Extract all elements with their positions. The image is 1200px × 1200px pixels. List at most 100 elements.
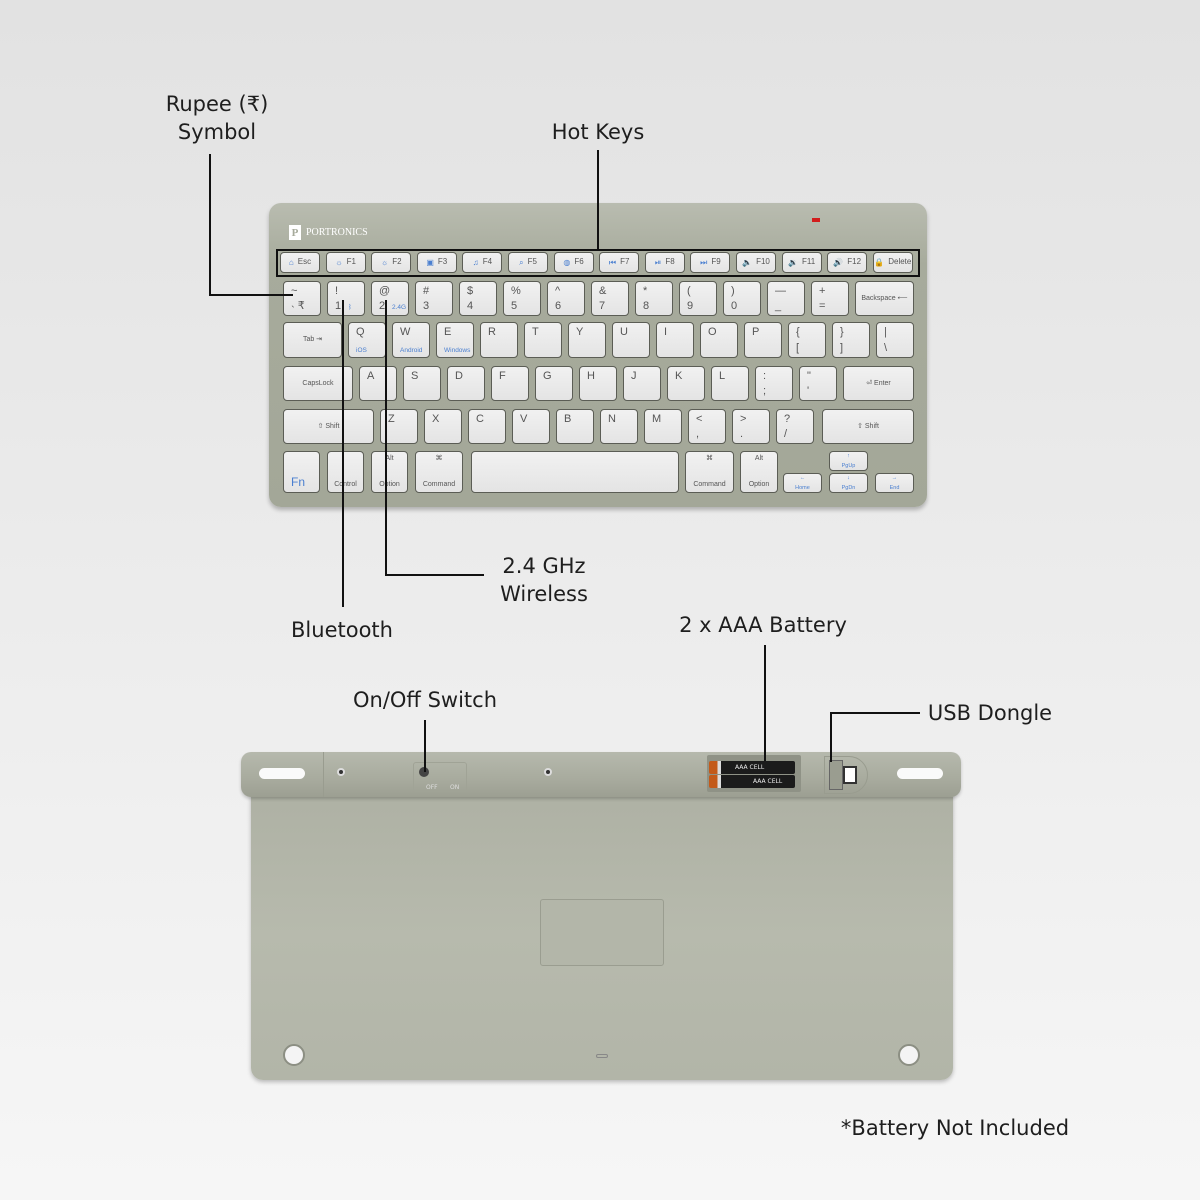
key-label: H [587, 370, 595, 382]
wireless-label: 2.4 GHz [502, 554, 586, 578]
key-row3-10[interactable]: :; [755, 366, 793, 401]
key-row5-9[interactable]: ↓PgDn [829, 473, 868, 493]
key-row2-8[interactable]: I [656, 322, 694, 358]
key-label: ☼ [335, 257, 343, 267]
key-row2-10[interactable]: P [744, 322, 782, 358]
switch-knob[interactable] [419, 767, 429, 777]
key-row2-5[interactable]: T [524, 322, 562, 358]
key-row1-0[interactable]: ~˴ ₹ [283, 281, 321, 316]
key-label: # [423, 285, 430, 297]
key-row4-7[interactable]: M [644, 409, 682, 444]
bluetooth-icon: ᛒ [348, 303, 352, 311]
key-row3-6[interactable]: H [579, 366, 617, 401]
key-label: M [652, 413, 662, 425]
key-row4-5[interactable]: B [556, 409, 594, 444]
key-row1-11[interactable]: —_ [767, 281, 805, 316]
key-row2-13[interactable]: |\ [876, 322, 914, 358]
key-row3-12[interactable]: ⏎ Enter [843, 366, 914, 401]
key-row2-4[interactable]: R [480, 322, 518, 358]
fkey-f11[interactable]: 🔉F11 [781, 252, 822, 273]
key-row3-11[interactable]: "' [799, 366, 837, 401]
key-row5-3[interactable]: ⌘Command [415, 451, 463, 493]
space-bar[interactable] [471, 451, 679, 493]
usb-dongle-slot [824, 756, 868, 794]
fkey-f1[interactable]: ☼F1 [325, 252, 366, 273]
key-row1-3[interactable]: #3 [415, 281, 453, 316]
key-row3-3[interactable]: D [447, 366, 485, 401]
rupee-label: Rupee (₹) [165, 92, 269, 116]
power-switch[interactable]: OFF ON [413, 762, 467, 792]
key-row3-9[interactable]: L [711, 366, 749, 401]
fkey-esc[interactable]: ⌂Esc [280, 252, 320, 273]
fkey-f8[interactable]: ⏯F8 [644, 252, 685, 273]
key-row4-6[interactable]: N [600, 409, 638, 444]
key-row4-3[interactable]: C [468, 409, 506, 444]
key-label: ⌂ [288, 257, 294, 267]
key-row1-12[interactable]: += [811, 281, 849, 316]
key-row4-10[interactable]: ?/ [776, 409, 814, 444]
key-row3-7[interactable]: J [623, 366, 661, 401]
key-row3-5[interactable]: G [535, 366, 573, 401]
key-row4-11[interactable]: ⇧ Shift [822, 409, 914, 444]
key-row2-6[interactable]: Y [568, 322, 606, 358]
key-row4-2[interactable]: X [424, 409, 462, 444]
key-row1-5[interactable]: %5 [503, 281, 541, 316]
key-row1-8[interactable]: *8 [635, 281, 673, 316]
key-row4-8[interactable]: <, [688, 409, 726, 444]
key-row2-9[interactable]: O [700, 322, 738, 358]
key-label: T [532, 326, 539, 338]
key-row5-1[interactable]: Control [327, 451, 364, 493]
usb-dongle[interactable] [829, 760, 843, 790]
battery-note: *Battery Not Included [840, 1116, 1070, 1140]
fkey-delete[interactable]: 🔒Delete [872, 252, 913, 273]
key-row5-10[interactable]: →End [875, 473, 914, 493]
key-label: U [620, 326, 628, 338]
key-row5-7[interactable]: ←Home [783, 473, 822, 493]
key-row3-2[interactable]: S [403, 366, 441, 401]
key-row2-7[interactable]: U [612, 322, 650, 358]
key-row3-1[interactable]: A [359, 366, 397, 401]
key-row5-5[interactable]: ⌘Command [685, 451, 734, 493]
key-label: PgUp [841, 463, 856, 469]
key-row4-4[interactable]: V [512, 409, 550, 444]
fkey-f3[interactable]: ▣F3 [416, 252, 457, 273]
key-label: ← [799, 475, 806, 481]
fkey-f4[interactable]: ♫F4 [462, 252, 503, 273]
key-row1-6[interactable]: ^6 [547, 281, 585, 316]
key-row5-8[interactable]: ↑PgUp [829, 451, 868, 471]
key-row1-10[interactable]: )0 [723, 281, 761, 316]
fkey-f9[interactable]: ⏭F9 [690, 252, 731, 273]
key-row2-0[interactable]: Tab ⇥ [283, 322, 342, 358]
key-row2-12[interactable]: }] [832, 322, 870, 358]
key-label: Control [334, 481, 357, 489]
key-row1-7[interactable]: &7 [591, 281, 629, 316]
key-label: Z [388, 413, 395, 425]
key-row1-9[interactable]: (9 [679, 281, 717, 316]
key-row5-0[interactable]: Fn [283, 451, 320, 493]
fkey-f2[interactable]: ☼F2 [371, 252, 412, 273]
fkey-f10[interactable]: 🔈F10 [736, 252, 776, 273]
key-row3-4[interactable]: F [491, 366, 529, 401]
key-label: / [784, 427, 788, 440]
key-row2-11[interactable]: {[ [788, 322, 826, 358]
dongle-leader-line [830, 712, 832, 762]
fkey-f12[interactable]: 🔊F12 [827, 252, 868, 273]
key-row3-8[interactable]: K [667, 366, 705, 401]
key-row1-4[interactable]: $4 [459, 281, 497, 316]
fkey-f7[interactable]: ⏮F7 [599, 252, 640, 273]
battery-label: 2 x AAA Battery [679, 613, 847, 637]
key-row1-13[interactable]: Backspace ⟵ [855, 281, 914, 316]
fkey-f5[interactable]: ⌕F5 [508, 252, 548, 273]
fkey-f6[interactable]: ◍F6 [553, 252, 594, 273]
key-row3-0[interactable]: CapsLock [283, 366, 353, 401]
key-row4-9[interactable]: >. [732, 409, 770, 444]
key-row4-0[interactable]: ⇧ Shift [283, 409, 374, 444]
